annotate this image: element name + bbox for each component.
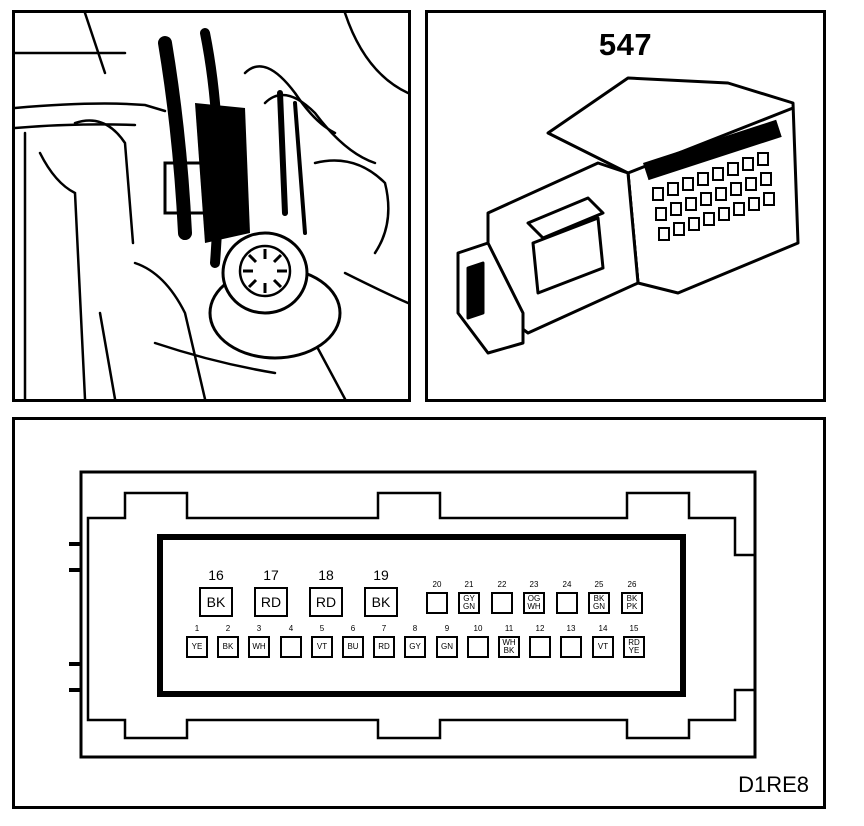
pin-10 <box>467 636 489 658</box>
pin-25-wire-color: GN <box>593 602 605 611</box>
pin-21-wire-color: GN <box>463 602 475 611</box>
pin-number-11: 11 <box>504 624 514 633</box>
pin-19: BK <box>364 587 398 617</box>
connector-illustration: 547 <box>425 10 826 402</box>
pin-number-5: 5 <box>319 624 325 633</box>
pin-23-wire-color: WH <box>527 602 541 611</box>
pin-15-wire-color: RD <box>628 638 640 647</box>
pin-11-wire-color: BK <box>503 646 515 655</box>
pin-18: RD <box>309 587 343 617</box>
pin-8: GY <box>404 636 426 658</box>
figure-code: D1RE8 <box>738 772 809 797</box>
pin-4 <box>280 636 302 658</box>
pin-number-24: 24 <box>562 580 572 589</box>
pin-8-wire-color: GY <box>409 642 421 651</box>
pin-14-wire-color: VT <box>597 642 609 651</box>
pin-5: VT <box>311 636 333 658</box>
pin-1-wire-color: YE <box>191 642 203 651</box>
pin-number-21: 21 <box>464 580 474 589</box>
pin-23-wire-color: OG <box>527 594 541 603</box>
pin-18-wire-color: RD <box>315 594 337 610</box>
pin-21-wire-color: GY <box>463 594 475 603</box>
pin-11-wire-color: WH <box>502 638 516 647</box>
pin-9: GN <box>436 636 458 658</box>
pin-number-4: 4 <box>288 624 294 633</box>
engine-bay-drawing <box>15 13 408 399</box>
pin-number-14: 14 <box>598 624 608 633</box>
pin-6-wire-color: BU <box>347 642 359 651</box>
pin-number-19: 19 <box>373 567 389 583</box>
pin-number-6: 6 <box>350 624 356 633</box>
pin-16: BK <box>199 587 233 617</box>
pin-2-wire-color: BK <box>222 642 234 651</box>
pin-number-18: 18 <box>318 567 334 583</box>
engine-bay-illustration <box>12 10 411 402</box>
pin-22 <box>491 592 513 614</box>
pin-number-25: 25 <box>594 580 604 589</box>
pin-number-1: 1 <box>194 624 200 633</box>
pin-12 <box>529 636 551 658</box>
pin-number-8: 8 <box>412 624 418 633</box>
pin-26-wire-color: BK <box>626 594 638 603</box>
pin-3-wire-color: WH <box>252 642 266 651</box>
pin-number-10: 10 <box>473 624 483 633</box>
pin-19-wire-color: BK <box>371 594 391 610</box>
pin-number-2: 2 <box>225 624 231 633</box>
pin-number-22: 22 <box>497 580 507 589</box>
pin-6: BU <box>342 636 364 658</box>
pin-25-wire-color: BK <box>593 594 605 603</box>
pin-number-26: 26 <box>627 580 637 589</box>
pin-5-wire-color: VT <box>316 642 328 651</box>
pin-17: RD <box>254 587 288 617</box>
pin-number-9: 9 <box>444 624 450 633</box>
pin-number-15: 15 <box>629 624 639 633</box>
connector-drawing <box>456 76 800 355</box>
pin-number-13: 13 <box>566 624 576 633</box>
pin-17-wire-color: RD <box>260 594 282 610</box>
pin-24 <box>556 592 578 614</box>
pin-3: WH <box>248 636 270 658</box>
pin-number-7: 7 <box>381 624 387 633</box>
pin-15-wire-color: YE <box>628 646 640 655</box>
pin-number-17: 17 <box>263 567 279 583</box>
pin-7-wire-color: RD <box>378 642 390 651</box>
connector-part-number: 547 <box>598 27 653 62</box>
pin-2: BK <box>217 636 239 658</box>
pin-26-wire-color: PK <box>626 602 638 611</box>
connector-face-outline <box>69 470 757 759</box>
pin-number-12: 12 <box>535 624 545 633</box>
pin-1: YE <box>186 636 208 658</box>
pin-16-wire-color: BK <box>206 594 226 610</box>
pin-20 <box>426 592 448 614</box>
pin-number-16: 16 <box>208 567 224 583</box>
pin-number-23: 23 <box>529 580 539 589</box>
pin-7: RD <box>373 636 395 658</box>
pin-13 <box>560 636 582 658</box>
pin-9-wire-color: GN <box>441 642 453 651</box>
pin-number-20: 20 <box>432 580 442 589</box>
pin-14: VT <box>592 636 614 658</box>
pin-number-3: 3 <box>256 624 262 633</box>
